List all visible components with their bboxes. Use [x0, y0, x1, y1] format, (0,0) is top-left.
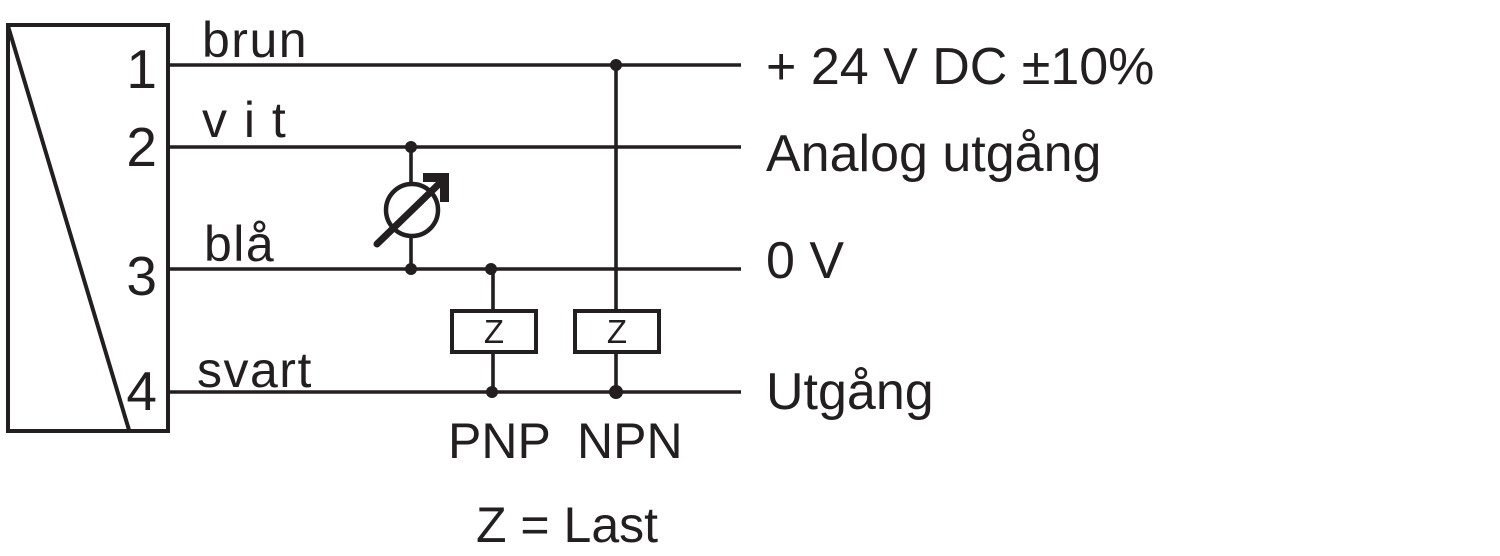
terminal-label-0v: 0 V [766, 232, 845, 290]
terminal-label-supply: + 24 V DC ±10% [766, 38, 1155, 96]
pin-number-3: 3 [126, 245, 157, 307]
wire-color-label-brown: brun [202, 12, 309, 68]
sensor-diagonal-line [6, 25, 131, 431]
legend-z-equals-load: Z = Last [476, 497, 659, 553]
wire-color-label-white: v i t [202, 92, 288, 148]
junction-dot [405, 141, 417, 153]
junction-dot [486, 386, 498, 398]
wire-color-label-black: svart [197, 342, 313, 398]
npn-label: NPN [577, 413, 683, 469]
npn-load-z-label: Z [606, 313, 628, 350]
terminal-label-output: Utgång [766, 363, 934, 421]
potentiometer-arrow-shaft [373, 177, 446, 248]
pnp-load-box [450, 309, 538, 354]
wire-color-label-blue: blå [204, 216, 276, 272]
pin-number-2: 2 [126, 116, 157, 178]
junction-dot [609, 385, 623, 399]
junction-dot [405, 263, 417, 275]
sensor-box [6, 23, 170, 433]
pnp-label: PNP [448, 413, 551, 469]
terminal-label-analog-output: Analog utgång [766, 125, 1102, 183]
npn-load-box [573, 309, 661, 354]
pnp-load-z-label: Z [483, 313, 505, 350]
junction-dot [610, 59, 622, 71]
pin-number-4: 4 [126, 360, 157, 422]
pin-number-1: 1 [126, 38, 157, 100]
junction-dots [405, 59, 623, 399]
junction-dot [485, 263, 497, 275]
